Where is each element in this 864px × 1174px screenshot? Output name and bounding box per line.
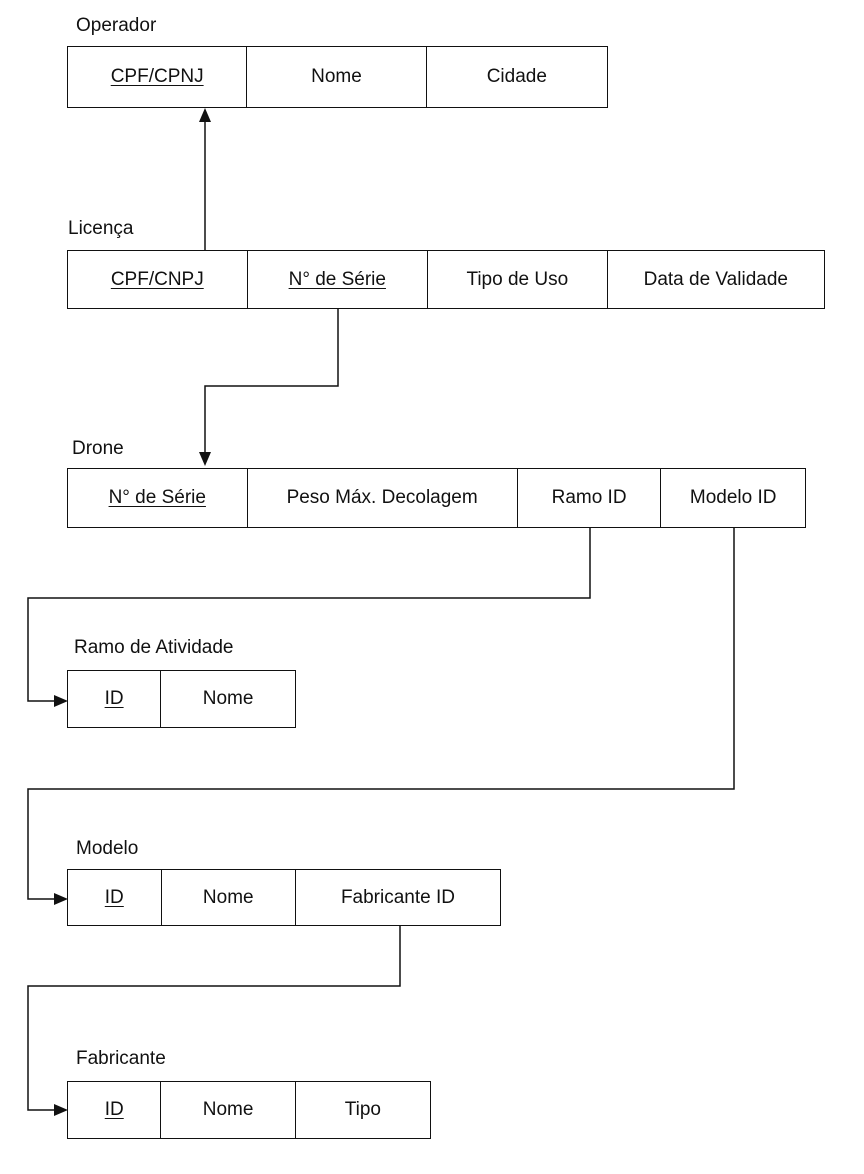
entity-fields: ID Nome — [67, 670, 296, 728]
entity-title: Operador — [76, 15, 157, 36]
entity-title: Licença — [68, 218, 134, 239]
relationship-drone-modelo — [27, 527, 735, 905]
entity-fields: CPF/CNPJ N° de Série Tipo de Uso Data de… — [67, 250, 825, 309]
entity-fields: ID Nome Tipo — [67, 1081, 431, 1139]
field: Tipo de Uso — [428, 251, 608, 308]
field: Cidade — [486, 66, 547, 87]
entity-fields: ID Nome Fabricante ID — [67, 869, 501, 926]
entity-fields: N° de Série Peso Máx. Decolagem Ramo ID … — [67, 468, 806, 528]
field-primary-key: CPF/CNPJ — [68, 251, 248, 308]
entity-title: Drone — [72, 438, 124, 459]
field: Nome — [247, 47, 427, 107]
field: Nome — [161, 1082, 296, 1138]
field: Nome — [162, 870, 296, 925]
relationship-licenca-drone — [199, 308, 339, 466]
field-primary-key: CPF/CPNJ — [68, 47, 248, 107]
field: Fabricante ID — [340, 886, 455, 908]
field: Data de Validade — [643, 268, 788, 290]
relationship-modelo-fabricante — [27, 925, 401, 1116]
field-primary-key: N° de Série — [248, 251, 429, 308]
entity-title: Modelo — [76, 838, 139, 859]
field: Peso Máx. Decolagem — [248, 469, 518, 527]
entity-title: Ramo de Atividade — [74, 637, 234, 658]
entity-title: Fabricante — [76, 1048, 166, 1069]
field: Tipo — [344, 1099, 381, 1120]
field-primary-key: ID — [68, 1082, 162, 1138]
field-primary-key: ID — [68, 870, 162, 925]
field-primary-key: N° de Série — [68, 469, 248, 527]
relationship-licenca-operador — [199, 108, 211, 251]
field: Nome — [202, 688, 254, 709]
field: Ramo ID — [518, 469, 662, 527]
relationship-drone-ramo — [27, 527, 591, 707]
entity-fields: CPF/CPNJ Nome Cidade — [67, 46, 608, 108]
field: Modelo ID — [689, 487, 777, 508]
field-primary-key: ID — [68, 671, 162, 727]
